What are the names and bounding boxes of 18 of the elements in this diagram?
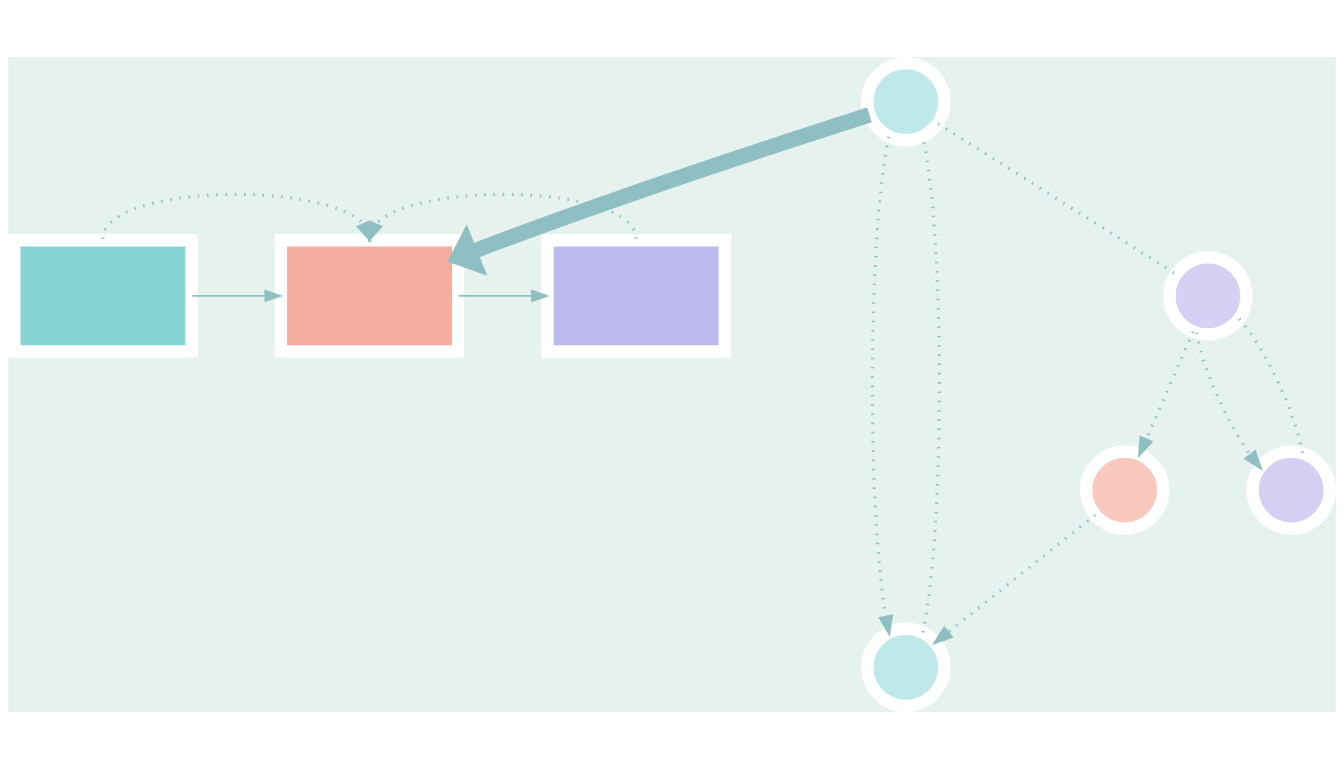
- arrow: [447, 107, 872, 276]
- arrow: [931, 513, 1097, 645]
- node-circle: [861, 622, 951, 712]
- node-circle: [861, 56, 951, 146]
- node-circle: [1080, 444, 1170, 535]
- node-box: [541, 233, 731, 358]
- arrow: [870, 135, 894, 637]
- node-box: [274, 233, 465, 358]
- arrow: [1195, 332, 1263, 471]
- arrow: [1137, 330, 1195, 458]
- node-box: [8, 233, 198, 358]
- arrow: [458, 288, 550, 302]
- arrow: [367, 192, 638, 243]
- connector: [937, 121, 1177, 275]
- node-circle: [1246, 444, 1336, 535]
- connector: [1237, 317, 1304, 453]
- node-circle: [1163, 250, 1253, 341]
- arrow: [191, 288, 283, 302]
